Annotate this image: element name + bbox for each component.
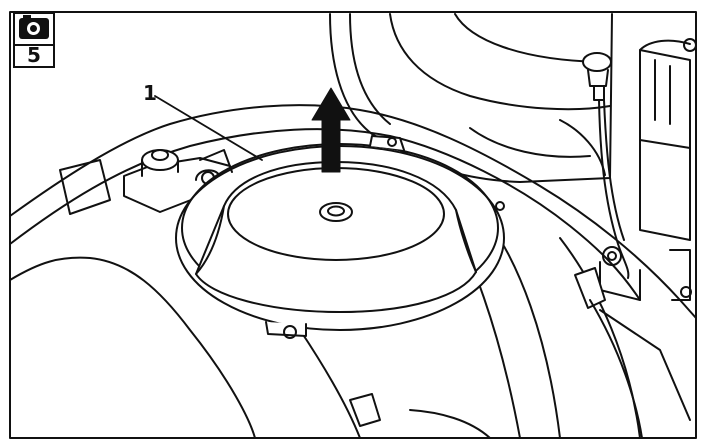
fuel-tank xyxy=(639,38,697,301)
step-number: 5 xyxy=(27,43,41,67)
choke-cable xyxy=(582,52,641,301)
mounting-bracket xyxy=(123,149,235,213)
cover-cup xyxy=(195,161,477,313)
camera-icon xyxy=(19,15,49,39)
callout-leader-1 xyxy=(154,95,263,161)
step-badge: 5 xyxy=(13,12,55,68)
up-arrow-icon xyxy=(311,87,351,173)
callout-label-1: 1 xyxy=(143,81,157,105)
